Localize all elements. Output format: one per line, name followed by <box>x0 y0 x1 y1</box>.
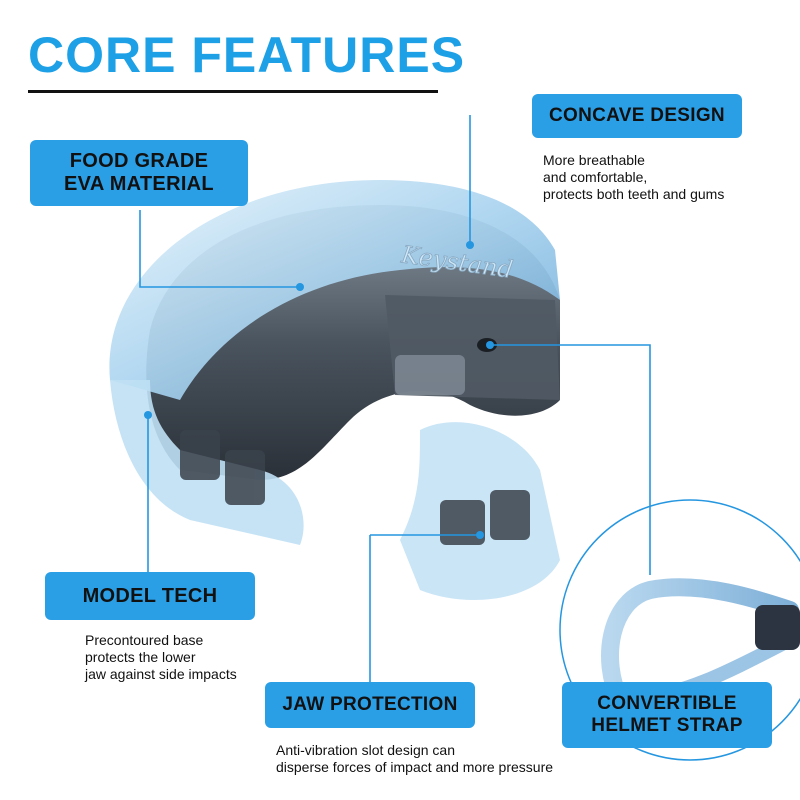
jaw-desc-line2: disperse forces of impact and more press… <box>276 759 554 776</box>
jaw-desc-line1: Anti-vibration slot design can <box>276 742 455 758</box>
guard-shell-upper <box>109 180 561 400</box>
food-grade-line2: EVA MATERIAL <box>64 173 214 195</box>
concave-desc-line2: and comfortable, <box>543 169 648 186</box>
food-grade-label: FOOD GRADE EVA MATERIAL <box>30 140 248 206</box>
model-tech-desc: Precontoured base protects the lower jaw… <box>85 632 237 683</box>
model-tech-desc-line3: jaw against side impacts <box>85 666 237 683</box>
model-tech-desc-line1: Precontoured base <box>85 632 204 648</box>
concave-desc-line1: More breathable <box>543 152 645 168</box>
page-title: CORE FEATURES <box>28 27 466 83</box>
strap-clip <box>755 605 800 650</box>
helmet-strap-line2: HELMET STRAP <box>591 715 743 736</box>
title-underline <box>28 90 438 93</box>
helmet-strap <box>601 578 799 709</box>
concave-design-desc: More breathable and comfortable, protect… <box>543 152 724 203</box>
food-grade-line1: FOOD GRADE <box>69 150 209 172</box>
model-tech-desc-line2: protects the lower <box>85 649 196 666</box>
jaw-protection-desc: Anti-vibration slot design can disperse … <box>276 742 553 776</box>
helmet-strap-label: CONVERTIBLE HELMET STRAP <box>562 682 772 748</box>
helmet-strap-line1: CONVERTIBLE <box>597 693 737 715</box>
concave-desc-line3: protects both teeth and gums <box>543 186 725 203</box>
concave-design-label: CONCAVE DESIGN <box>532 94 742 138</box>
jaw-protection-label: JAW PROTECTION <box>265 682 475 728</box>
model-tech-label: MODEL TECH <box>45 572 255 620</box>
strap-circle <box>559 499 800 761</box>
